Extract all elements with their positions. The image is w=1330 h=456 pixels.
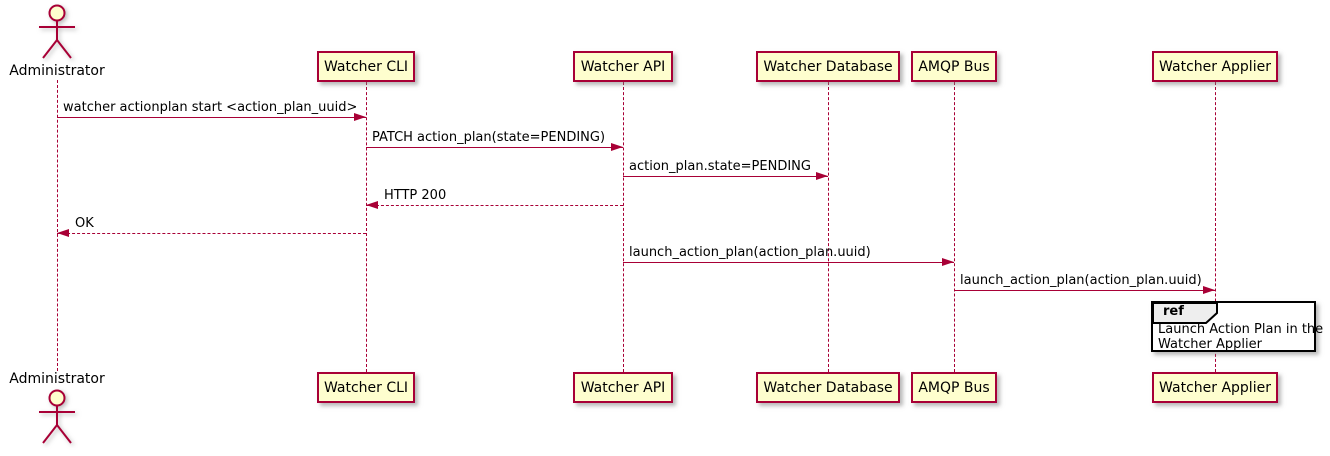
arrowhead-icon — [942, 258, 954, 266]
message-label: PATCH action_plan(state=PENDING) — [372, 130, 606, 145]
message-line — [623, 262, 954, 263]
lifeline-watcher-applier — [1215, 82, 1216, 372]
message-label: OK — [75, 216, 94, 231]
arrowhead-icon — [611, 143, 623, 151]
message-label: launch_action_plan(action_plan.uuid) — [960, 273, 1202, 288]
participant-label: Watcher Applier — [1159, 379, 1271, 396]
message-label: action_plan.state=PENDING — [629, 159, 811, 174]
message-line — [57, 233, 366, 234]
participant-label: Watcher Database — [763, 58, 893, 75]
message-label: launch_action_plan(action_plan.uuid) — [629, 245, 871, 260]
ref-keyword: ref — [1163, 304, 1184, 319]
arrowhead-icon — [1203, 286, 1215, 294]
lifeline-amqp-bus — [954, 82, 955, 372]
participant-label: Watcher Applier — [1159, 58, 1271, 75]
participant-watcher-api-bottom: Watcher API — [573, 372, 673, 403]
lifeline-watcher-api — [623, 82, 624, 372]
participant-label: Watcher CLI — [323, 58, 409, 75]
actor-icon — [39, 4, 75, 59]
arrowhead-icon — [366, 201, 378, 209]
ref-text-line1: Launch Action Plan in the — [1158, 322, 1324, 337]
participant-watcher-database-top: Watcher Database — [756, 51, 900, 82]
participant-watcher-applier-top: Watcher Applier — [1152, 51, 1278, 82]
participant-label: Watcher Database — [763, 379, 893, 396]
participant-label: AMQP Bus — [918, 379, 990, 396]
participant-watcher-database-bottom: Watcher Database — [756, 372, 900, 403]
participant-watcher-cli-bottom: Watcher CLI — [317, 372, 415, 403]
arrowhead-icon — [816, 172, 828, 180]
participant-amqp-bus-bottom: AMQP Bus — [911, 372, 997, 403]
arrowhead-icon — [57, 229, 69, 237]
actor-icon — [39, 389, 75, 444]
message-line — [366, 147, 623, 148]
message-label: watcher actionplan start <action_plan_uu… — [63, 100, 358, 115]
participant-label: Watcher CLI — [323, 379, 409, 396]
participant-watcher-applier-bottom: Watcher Applier — [1152, 372, 1278, 403]
message-label: HTTP 200 — [384, 188, 447, 203]
message-line — [57, 117, 366, 118]
participant-amqp-bus-top: AMQP Bus — [911, 51, 997, 82]
participant-watcher-api-top: Watcher API — [573, 51, 673, 82]
participant-label: Watcher API — [580, 379, 666, 396]
message-line — [623, 176, 828, 177]
ref-fragment: ref Launch Action Plan in the Watcher Ap… — [1151, 301, 1323, 352]
participant-label: Watcher API — [580, 58, 666, 75]
message-line — [954, 290, 1215, 291]
arrowhead-icon — [354, 113, 366, 121]
ref-text-line2: Watcher Applier — [1158, 337, 1262, 352]
lifeline-watcher-cli — [366, 82, 367, 372]
actor-label-top: Administrator — [9, 63, 105, 79]
ref-header-pentagon — [1153, 303, 1218, 324]
participant-watcher-cli-top: Watcher CLI — [317, 51, 415, 82]
actor-label-bottom: Administrator — [9, 371, 105, 387]
participant-label: AMQP Bus — [918, 58, 990, 75]
message-line — [366, 205, 623, 206]
lifeline-watcher-database — [828, 82, 829, 372]
lifeline-administrator — [57, 80, 58, 371]
